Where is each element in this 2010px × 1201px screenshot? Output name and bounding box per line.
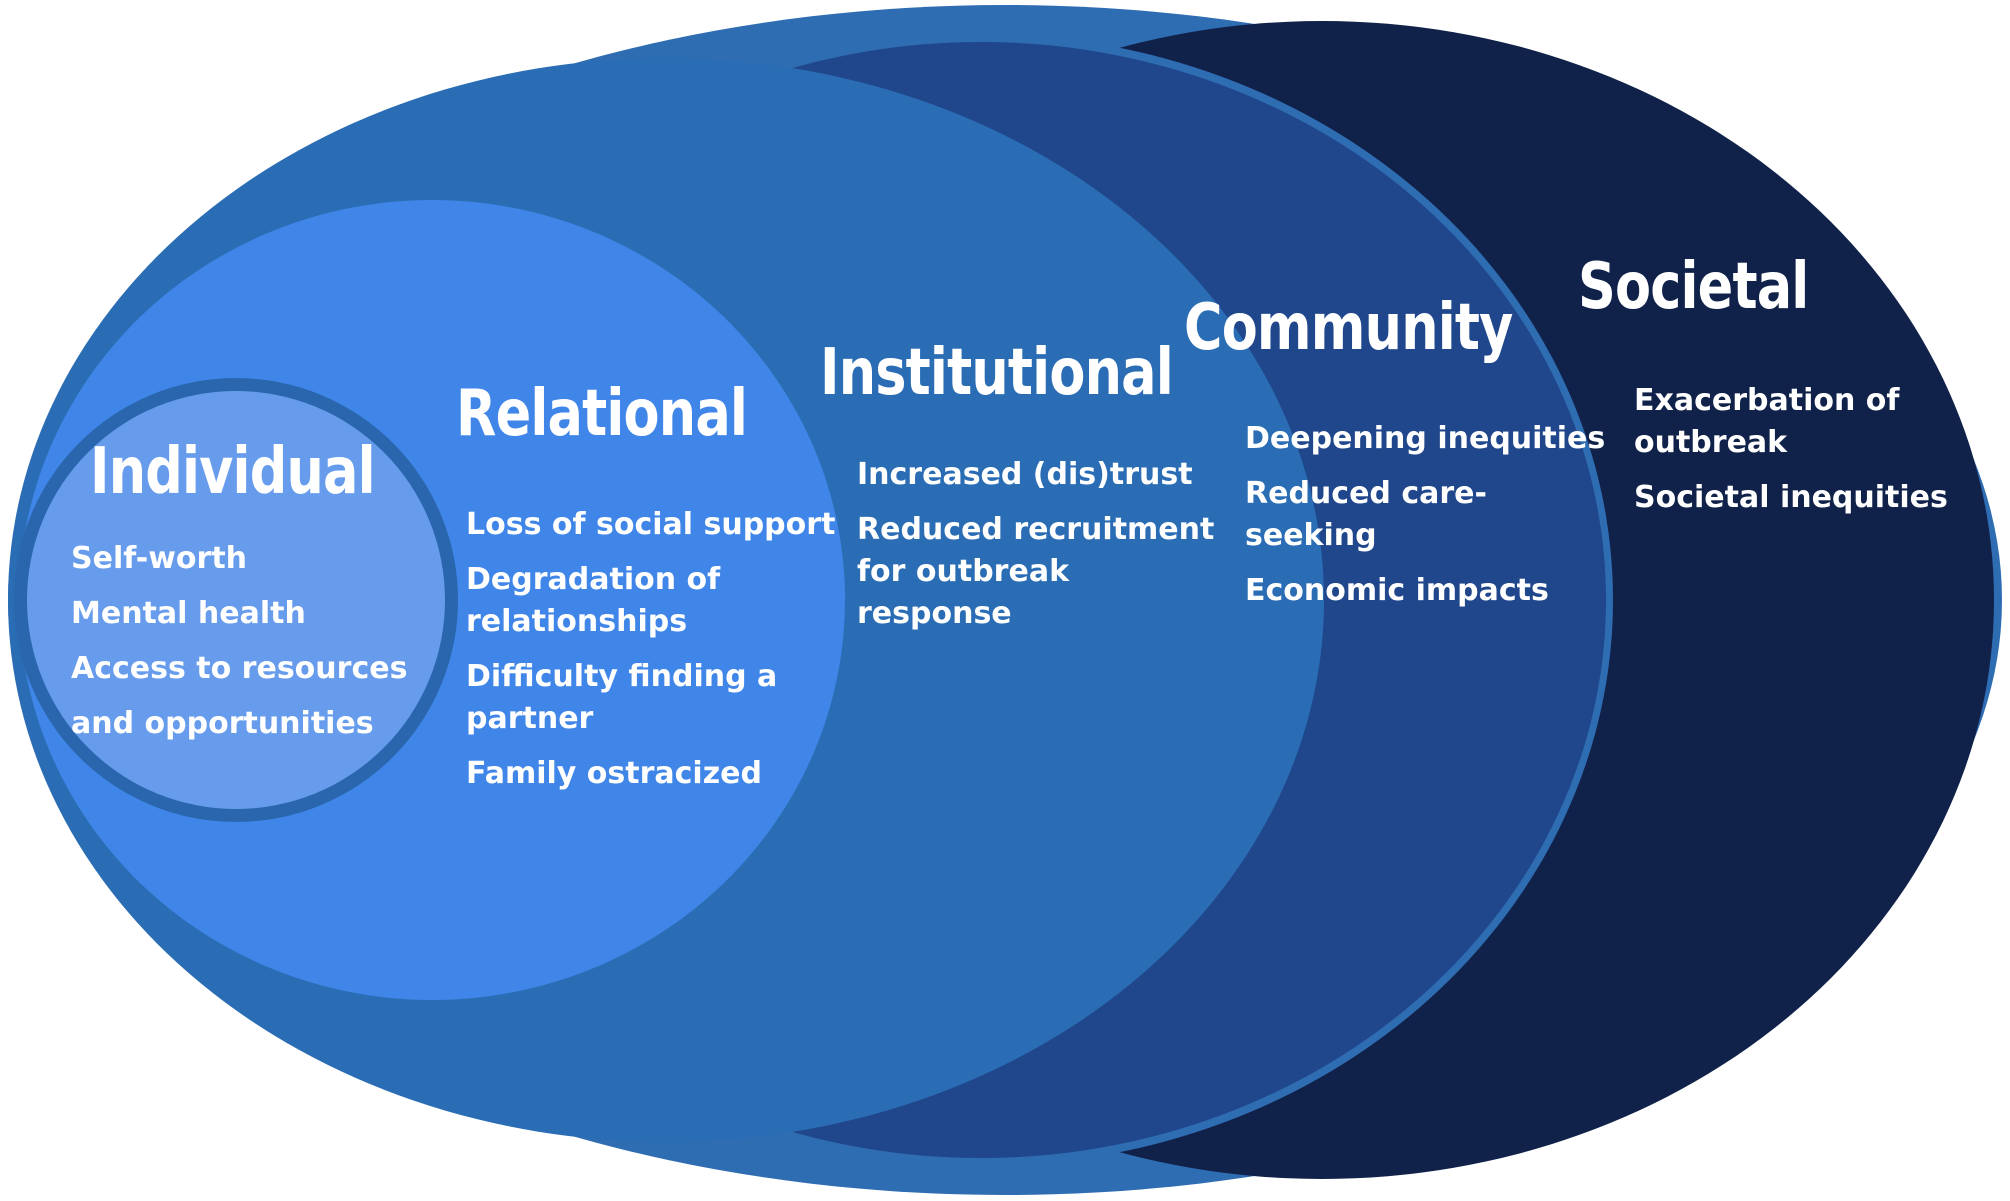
community-level: Community: [1184, 292, 1585, 364]
list-item: Access to resources: [71, 651, 408, 686]
individual-items: Self-worth Mental health Access to resou…: [71, 538, 407, 758]
list-item: Deepening inequities: [1245, 421, 1606, 456]
societal-title: Societal: [1578, 250, 1809, 324]
list-item: Mental health: [71, 596, 306, 631]
list-item: Reduced care- seeking: [1245, 476, 1487, 553]
list-item: Loss of social support: [466, 507, 836, 542]
list-item: Difficulty finding a partner: [466, 659, 778, 736]
institutional-level: Institutional: [820, 337, 1250, 409]
list-item: Reduced recruitment for outbreak respons…: [857, 512, 1215, 631]
community-title: Community: [1184, 291, 1513, 365]
individual-level: Individual: [90, 436, 437, 508]
relational-title: Relational: [456, 377, 748, 451]
community-items: Deepening inequities Reduced care- seeki…: [1245, 418, 1605, 625]
list-item: Degradation of relationships: [466, 562, 721, 639]
relational-level: Relational: [456, 378, 811, 450]
individual-layer: [27, 391, 445, 809]
list-item: Exacerbation of outbreak: [1634, 383, 1900, 460]
institutional-items: Increased (dis)trust Reduced recruitment…: [857, 454, 1214, 648]
societal-level: Societal: [1578, 251, 1859, 323]
list-item: and opportunities: [71, 706, 374, 741]
list-item: Family ostracized: [466, 756, 763, 791]
list-item: Economic impacts: [1245, 573, 1549, 608]
institutional-title: Institutional: [820, 336, 1174, 410]
list-item: Increased (dis)trust: [857, 457, 1193, 492]
individual-title: Individual: [90, 435, 376, 509]
relational-items: Loss of social support Degradation of re…: [466, 504, 835, 808]
societal-items: Exacerbation of outbreak Societal inequi…: [1634, 380, 1948, 532]
list-item: Self-worth: [71, 541, 248, 576]
list-item: Societal inequities: [1634, 480, 1948, 515]
